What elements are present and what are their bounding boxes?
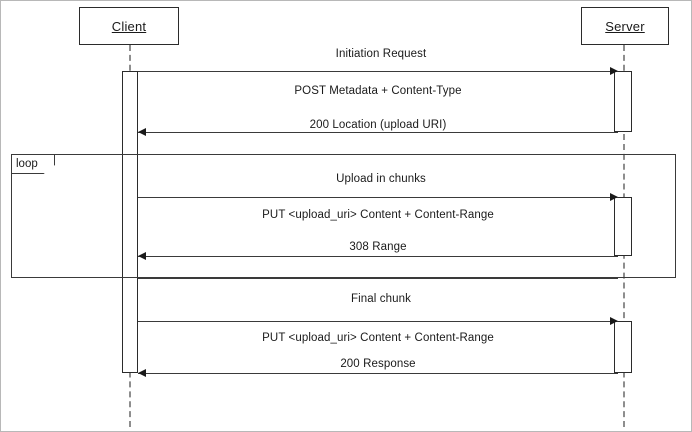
lifeline-head-client[interactable]: Client [79, 7, 179, 45]
fragment-loop[interactable] [11, 154, 676, 278]
section-caption-final-chunk: Final chunk [351, 293, 411, 305]
activation-server-initiation[interactable] [614, 71, 632, 132]
arrowhead-200-location [138, 128, 146, 136]
lifeline-label-server: Server [605, 18, 645, 34]
message-line-200-location[interactable] [138, 132, 618, 133]
message-line-200-response[interactable] [138, 373, 618, 374]
fragment-loop-operator-tag: loop [11, 154, 55, 174]
message-label-200-response: 200 Response [340, 358, 416, 370]
arrowhead-post-metadata [610, 67, 618, 75]
arrowhead-200-response [138, 369, 146, 377]
fragment-loop-operator-label: loop [16, 158, 38, 170]
lifeline-label-client: Client [111, 18, 147, 34]
message-line-308-range[interactable] [138, 256, 618, 257]
message-line-put-chunk[interactable] [138, 197, 618, 198]
section-caption-upload-in-chunks: Upload in chunks [336, 173, 426, 185]
message-label-put-final-chunk: PUT <upload_uri> Content + Content-Range [262, 332, 494, 344]
section-caption-initiation: Initiation Request [335, 48, 427, 60]
arrowhead-put-final-chunk [610, 317, 618, 325]
message-line-put-final-chunk[interactable] [138, 321, 618, 322]
message-label-200-location: 200 Location (upload URI) [309, 119, 447, 131]
activation-server-final[interactable] [614, 321, 632, 373]
lifeline-head-server[interactable]: Server [581, 7, 669, 45]
message-label-post-metadata: POST Metadata + Content-Type [294, 85, 462, 97]
arrowhead-put-chunk [610, 193, 618, 201]
message-label-308-range: 308 Range [349, 241, 407, 253]
activation-server-chunk[interactable] [614, 197, 632, 256]
arrowhead-308-range [138, 252, 146, 260]
activation-client[interactable] [122, 71, 138, 373]
message-line-post-metadata[interactable] [138, 71, 618, 72]
message-label-put-chunk: PUT <upload_uri> Content + Content-Range [262, 209, 494, 221]
separator-loop-bottom [138, 278, 618, 279]
